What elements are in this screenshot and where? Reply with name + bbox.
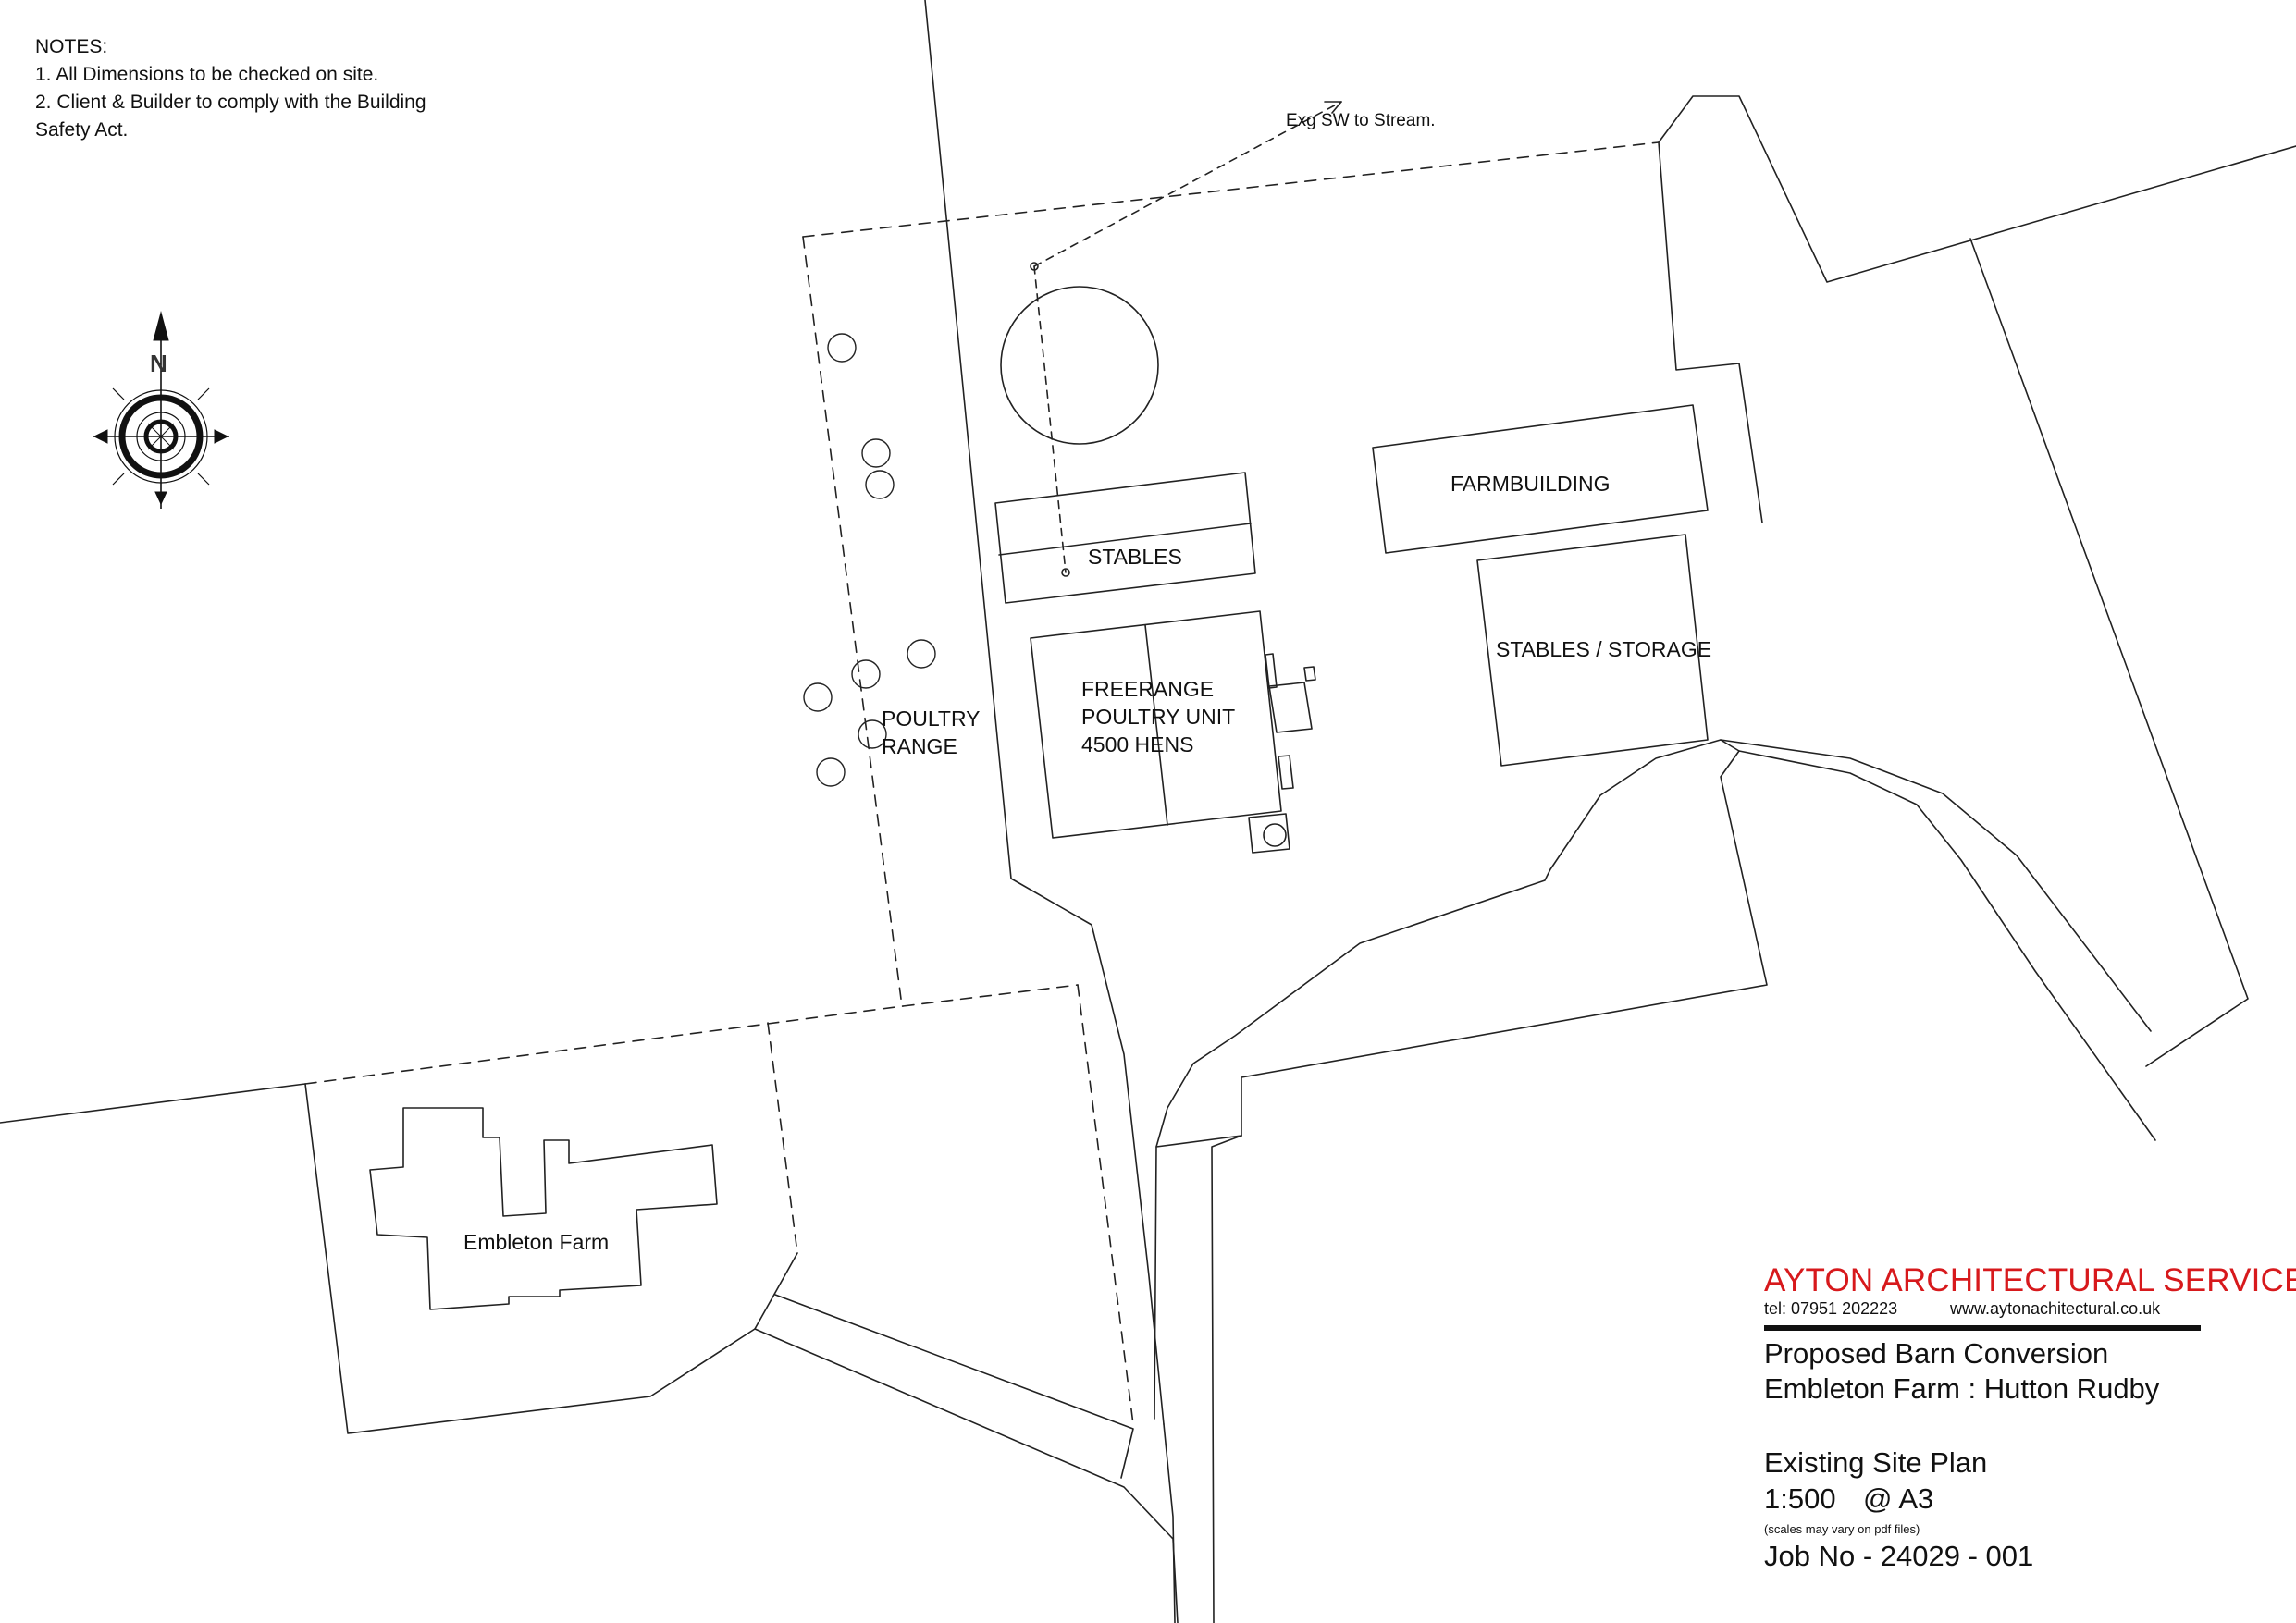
drawing-title: Existing Site Plan xyxy=(1764,1446,1988,1479)
circular-tank xyxy=(1000,286,1159,445)
stables-building xyxy=(994,472,1256,604)
road-east-edge xyxy=(1211,1135,1242,1623)
lane-south-edge xyxy=(754,1328,1179,1623)
site-boundary-dashed xyxy=(304,141,1660,1425)
notes-heading: NOTES: xyxy=(35,36,108,57)
north-label: N xyxy=(150,350,167,377)
track-inner-edge xyxy=(1163,1423,1176,1623)
stables-storage-building xyxy=(1476,534,1709,767)
ne-inner xyxy=(1658,141,1763,523)
trees xyxy=(803,333,936,787)
drain-node xyxy=(1030,262,1039,271)
scale-note: (scales may vary on pdf files) xyxy=(1764,1522,1920,1536)
lane-north-edge xyxy=(774,1294,1134,1479)
stables-label: STABLES xyxy=(1088,545,1182,569)
project-line-2: Embleton Farm : Hutton Rudby xyxy=(1764,1372,2160,1405)
poultry-range-line: RANGE xyxy=(882,734,957,758)
poultry-unit xyxy=(1030,610,1282,839)
note-item: 2. Client & Builder to comply with the B… xyxy=(35,92,426,113)
drain-node xyxy=(1061,568,1070,577)
farmbuilding xyxy=(1372,404,1709,554)
track-west-edge xyxy=(924,0,1165,1425)
poultry-unit-line: 4500 HENS xyxy=(1081,732,1194,756)
title-block-rule xyxy=(1764,1325,2201,1331)
notes-block: NOTES: 1. All Dimensions to be checked o… xyxy=(35,33,426,144)
north-arrow-icon xyxy=(93,311,229,509)
stables-ridge xyxy=(998,523,1252,556)
east-boundary xyxy=(1969,238,2249,1067)
project-line-1: Proposed Barn Conversion xyxy=(1764,1337,2109,1370)
tree-icon xyxy=(907,639,936,669)
job-number: Job No - 24029 - 001 xyxy=(1764,1540,2034,1572)
tree-icon xyxy=(858,719,887,749)
poultry-unit-label: FREERANGE POULTRY UNIT 4500 HENS xyxy=(1081,675,1235,758)
tree-icon xyxy=(816,757,846,787)
sheet-size: @ A3 xyxy=(1863,1482,1934,1515)
stables-storage-label: STABLES / STORAGE xyxy=(1496,637,1712,661)
embleton-plot-boundary xyxy=(304,1083,798,1434)
poultry-unit-divider xyxy=(1144,624,1168,826)
embleton-farmhouse xyxy=(369,1107,718,1310)
tree-icon xyxy=(827,333,857,363)
storm-water-line xyxy=(1033,101,1342,573)
tree-icon xyxy=(861,438,891,468)
road-east-edge-2 xyxy=(1241,750,1768,1137)
firm-name: AYTON ARCHITECTURAL SERVICES xyxy=(1764,1262,2296,1298)
firm-telephone: tel: 07951 202223 xyxy=(1764,1299,1898,1318)
tree-icon xyxy=(803,682,833,712)
road-connector xyxy=(1155,1135,1242,1148)
road-west-edge xyxy=(1154,739,1740,1420)
poultry-unit-line: POULTRY UNIT xyxy=(1081,705,1236,729)
poultry-annex xyxy=(1303,666,1316,682)
farmbuilding-label: FARMBUILDING xyxy=(1450,472,1611,496)
ne-boundary xyxy=(1658,95,2296,283)
poultry-unit-line: FREERANGE xyxy=(1081,677,1215,701)
poultry-silo xyxy=(1263,823,1287,847)
tree-icon xyxy=(851,659,881,689)
drain-note-label: Exg SW to Stream. xyxy=(1286,111,1436,130)
road-eastern xyxy=(1738,750,2156,1141)
embleton-farm-label: Embleton Farm xyxy=(463,1230,610,1254)
firm-website: www.aytonachitectural.co.uk xyxy=(1950,1299,2161,1318)
note-item: 1. All Dimensions to be checked on site. xyxy=(35,64,379,85)
field-boundary-west xyxy=(0,1083,306,1124)
road-eastern-2 xyxy=(1720,739,2152,1032)
poultry-range-line: POULTRY xyxy=(882,707,981,731)
poultry-annex xyxy=(1268,682,1313,733)
poultry-range-label: POULTRY RANGE xyxy=(882,705,981,760)
tree-icon xyxy=(865,470,895,499)
note-item: Safety Act. xyxy=(35,119,129,141)
poultry-annex xyxy=(1265,653,1278,689)
drain-arrow xyxy=(1324,101,1342,114)
drawing-scale: 1:500 xyxy=(1764,1482,1836,1515)
poultry-annex xyxy=(1278,755,1294,790)
poultry-annex xyxy=(1248,813,1290,854)
